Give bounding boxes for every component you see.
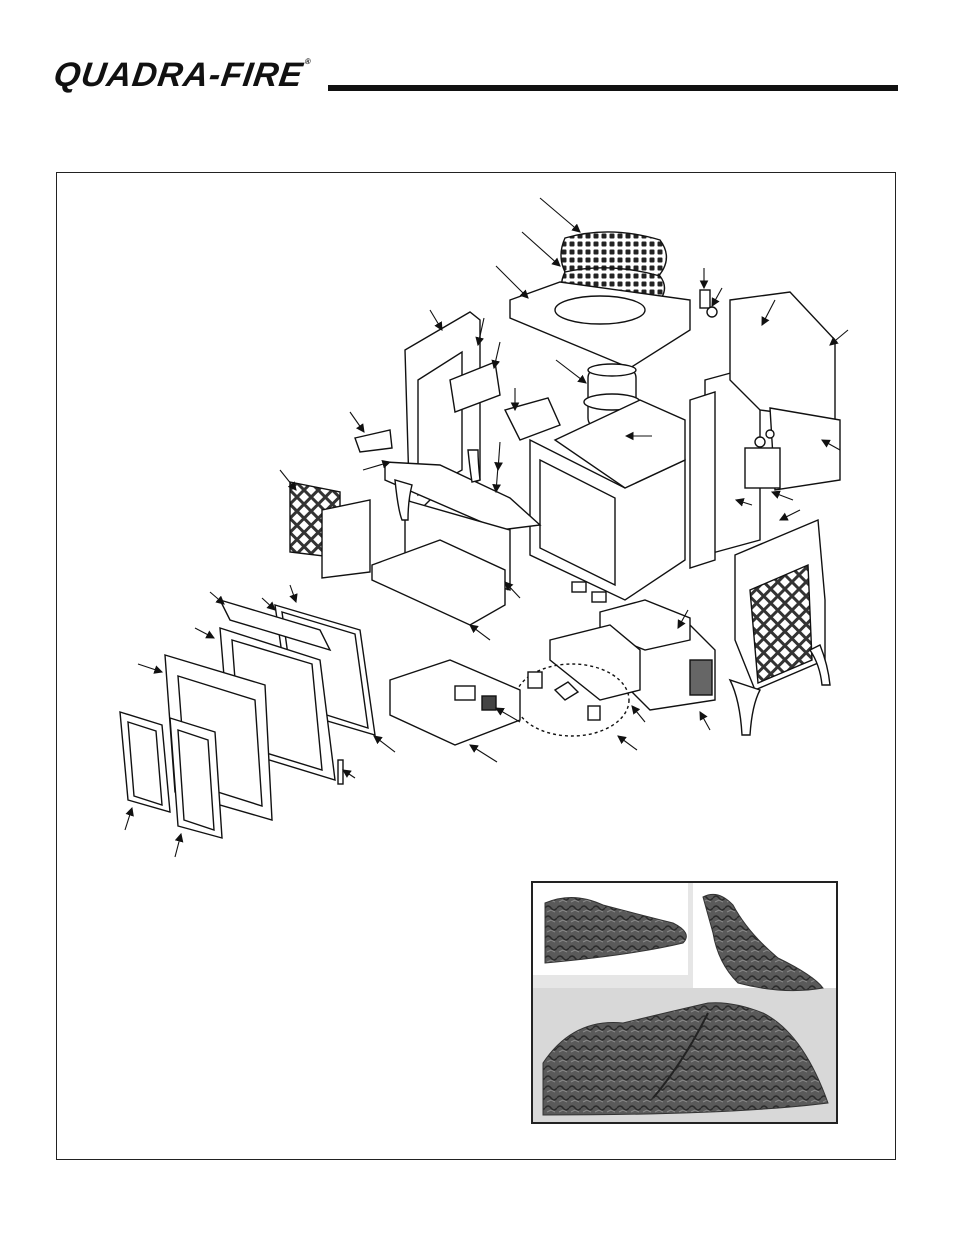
- gas-valve: [745, 448, 780, 488]
- log-set-photo: [531, 881, 838, 1124]
- log-set-image: [533, 883, 836, 1122]
- bottom-tray: [390, 660, 520, 745]
